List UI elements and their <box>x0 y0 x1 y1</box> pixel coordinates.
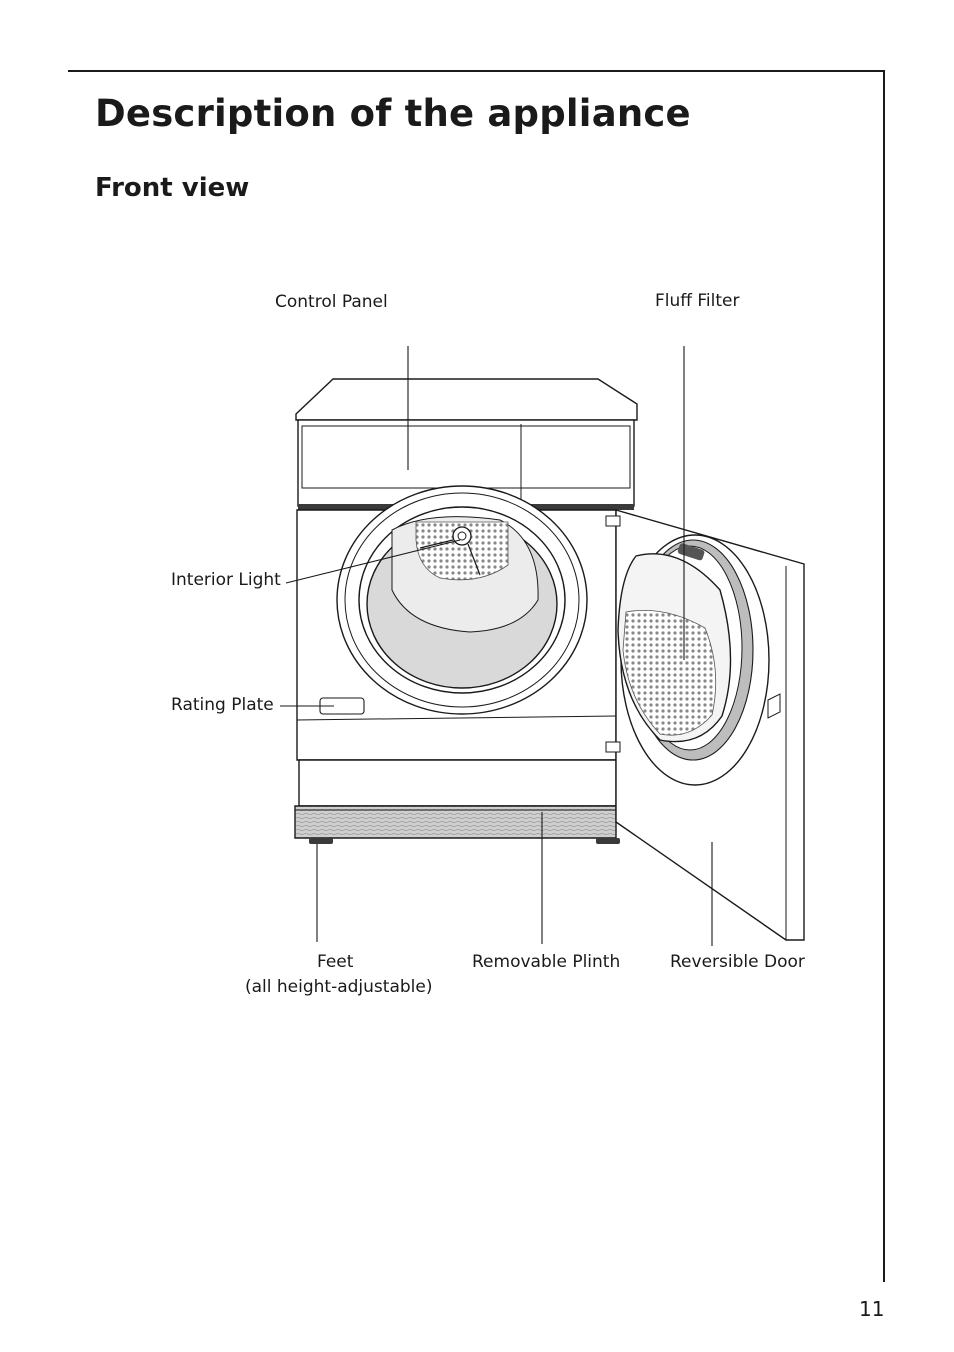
label-reversible-door: Reversible Door <box>670 952 805 972</box>
top-rule <box>68 70 885 72</box>
label-removable-plinth: Removable Plinth <box>472 952 621 972</box>
dryer-body <box>294 378 638 844</box>
reversible-door <box>605 509 805 941</box>
label-feet: Feet <box>317 952 354 972</box>
label-interior-light: Interior Light <box>171 570 281 590</box>
label-control-panel: Control Panel <box>275 292 388 312</box>
page-title: Description of the appliance <box>95 92 691 135</box>
leader-lines <box>280 346 713 946</box>
page-number: 11 <box>859 1297 885 1321</box>
label-feet-detail: (all height-adjustable) <box>245 977 433 997</box>
label-rating-plate: Rating Plate <box>171 695 274 715</box>
label-fluff-filter: Fluff Filter <box>655 291 740 311</box>
right-rule <box>883 70 885 1282</box>
leader-interior-light <box>285 539 461 584</box>
section-title: Front view <box>95 173 250 203</box>
